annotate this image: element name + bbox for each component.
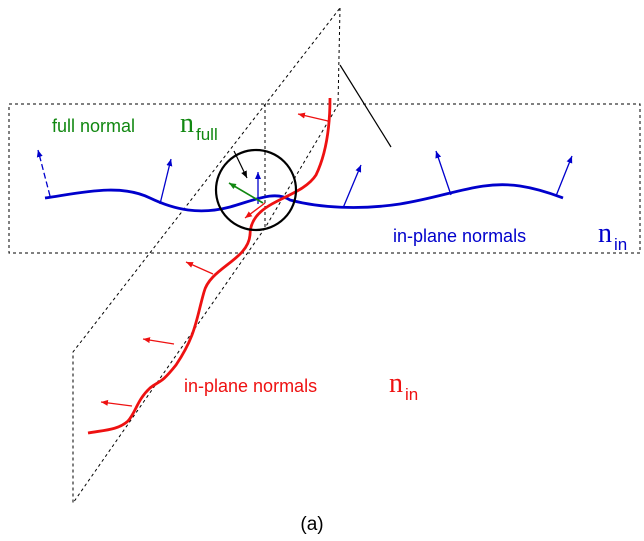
red-normal-arrow (297, 112, 329, 122)
blue-normal-arrow (435, 150, 452, 196)
label-pointer-arrow (233, 150, 248, 179)
plane-pointer-line (339, 64, 392, 148)
blue-normal-arrow (36, 149, 51, 197)
red-normal-arrow (185, 261, 214, 275)
blue-normals (36, 149, 573, 209)
blue-normal-arrow (342, 164, 362, 209)
blue-normals-label: in-plane normals n in (393, 218, 627, 254)
tilted-plane (72, 6, 341, 505)
blue-normal-arrow (555, 155, 573, 197)
red-curve (87, 97, 332, 435)
caption: (a) (300, 514, 323, 535)
red-normal-arrow (142, 337, 175, 345)
full-normal-label: full normal n full (52, 108, 218, 144)
intersection-circle (214, 148, 298, 232)
red-normals (100, 112, 329, 407)
blue-curve (44, 183, 564, 213)
red-normal-arrow (100, 399, 133, 407)
full-normal-arrow (228, 182, 264, 204)
blue-normal-arrow (159, 158, 173, 205)
red-normal-arrow (244, 202, 266, 219)
red-normals-label: in-plane normals n in (184, 368, 418, 404)
